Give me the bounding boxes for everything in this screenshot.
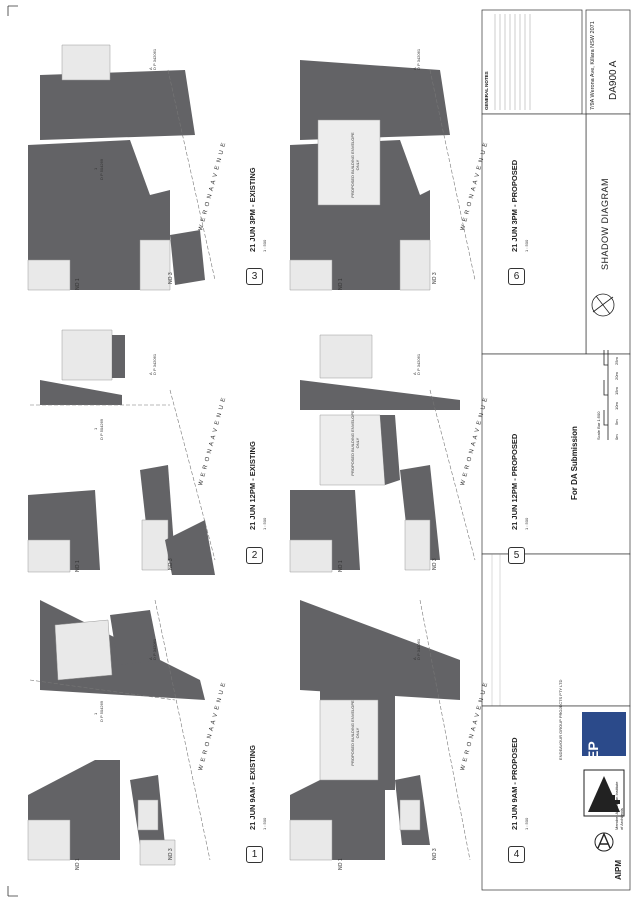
north-arrow-icon [591,293,615,317]
revisions-table [481,553,631,707]
label-no3: NO 3 [168,272,174,284]
ep-logo-text: EP [585,741,601,760]
panel-4-plan [289,599,471,861]
label-no3: NO 3 [432,848,438,860]
notes-title: GENERAL NOTES [484,71,489,110]
label-dp-a: D P 342061 [416,353,421,375]
panel-1-number: 1 [246,846,263,863]
label-no3: NO 3 [168,558,174,570]
panel-5-plan [289,334,476,573]
scale-box [481,353,631,555]
label-dp-a: D P 342061 [416,638,421,660]
panel-5-scale: 1 : 500 [524,517,529,530]
label-no3: NO 3 [432,272,438,284]
panel-6-plan [289,60,476,291]
label-dp: D P 504269 [99,418,104,440]
envelope-label: PROPOSED BUILDING ENVELOPE ONLY [350,700,360,766]
aipm-logo-text: AIPM [614,860,623,880]
panel-2-plan [27,329,216,575]
title-box [585,113,631,355]
aipm-logo [594,832,614,852]
panel-6-number: 6 [508,268,525,285]
panel-6-scale: 1 : 500 [524,239,529,252]
corner-mark [7,886,18,897]
panel-3-plan [27,44,216,291]
scale-tick-0: 0m [614,434,619,440]
member-text: Member Australian Institute of Architect… [614,781,624,830]
revisions-rows [491,554,501,706]
label-dp-a: D P 342061 [152,638,157,660]
scale-bar [603,350,609,440]
scale-tick-3: 15m [614,387,619,395]
notes-box [481,9,583,115]
panel-4-scale: 1 : 500 [524,817,529,830]
label-no1: NO 1 [338,560,344,572]
panel-6-title: 21 JUN 3PM - PROPOSED [510,159,519,252]
panel-5-title: 21 JUN 12PM - PROPOSED [510,433,519,530]
envelope-label: PROPOSED BUILDING ENVELOPE ONLY [350,132,360,198]
panel-4-title: 21 JUN 9AM - PROPOSED [510,737,519,830]
label-no3: NO 3 [432,558,438,570]
panel-1-title: 21 JUN 9AM - EXISTING [248,744,257,830]
scale-tick-5: 25m [614,357,619,365]
label-no1: NO 1 [75,858,81,870]
panel-5-number: 5 [508,547,525,564]
label-dp: D P 504269 [99,158,104,180]
envelope-label: PROPOSED BUILDING ENVELOPE ONLY [350,410,360,476]
project-box [481,113,587,355]
scale-label: Scale Bar 1:500 [596,411,601,440]
architects-logo [583,769,625,817]
scale-tick-2: 10m [614,402,619,410]
label-no1: NO 1 [75,560,81,572]
scale-tick-1: 5m [614,419,619,425]
submission-label: For DA Submission [570,426,579,500]
ep-logo [582,712,626,756]
panel-2-number: 2 [246,547,263,564]
label-no3: NO 3 [168,848,174,860]
panel-1-scale: 1 : 500 [262,817,267,830]
company-name: ENDEAVOUR GROUP PROJECTS PTY LTD [558,679,563,760]
panel-3-title: 21 JUN 3PM - EXISTING [248,167,257,252]
label-lot: 1 [93,167,98,170]
panel-3-number: 3 [246,268,263,285]
label-dp-a: D P 342061 [152,353,157,375]
label-lot: 1 [93,712,98,715]
label-dp-a: D P 342061 [152,48,157,70]
sheet-title: SHADOW DIAGRAM [600,177,610,270]
panel-1-plan [27,599,211,866]
label-no1: NO 1 [75,278,81,290]
notes-lines [494,14,531,110]
label-no1: NO 1 [338,858,344,870]
panel-2-title: 21 JUN 12PM - EXISTING [248,441,257,530]
panel-3-scale: 1 : 500 [262,239,267,252]
label-dp-a: D P 342061 [416,48,421,70]
panel-4-number: 4 [508,846,525,863]
label-lot: 1 [93,427,98,430]
project-address: 7/9A Werona Ave, Killara NSW 2071 [590,21,596,110]
drawing-number: DA900 A [608,60,619,100]
scale-tick-4: 20m [614,372,619,380]
label-dp: D P 504269 [99,700,104,722]
panel-2-scale: 1 : 500 [262,517,267,530]
label-no1: NO 1 [338,278,344,290]
corner-mark [7,5,18,16]
